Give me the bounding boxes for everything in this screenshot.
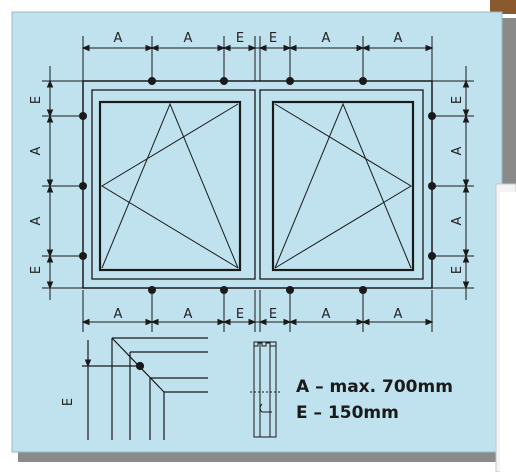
right-turn-opening-lines bbox=[274, 103, 412, 269]
dim-label-right: A bbox=[450, 146, 465, 155]
dimension-arrowhead bbox=[462, 249, 470, 258]
dimension-arrowhead bbox=[46, 109, 54, 118]
dimension-arrowhead bbox=[283, 318, 292, 326]
dimension-arrowhead bbox=[462, 114, 470, 123]
dimension-arrowhead bbox=[81, 44, 90, 52]
dimension-arrowhead bbox=[46, 114, 54, 123]
dim-label-top: A bbox=[184, 31, 193, 46]
dimension-arrowhead bbox=[361, 318, 370, 326]
dim-label-left: A bbox=[29, 216, 44, 225]
dimension-arrowhead bbox=[356, 318, 365, 326]
dimension-arrowhead bbox=[425, 44, 434, 52]
dimension-arrowhead bbox=[288, 44, 297, 52]
dimension-arrowhead bbox=[248, 318, 257, 326]
dimension-lines bbox=[42, 36, 474, 368]
profile-hook bbox=[259, 403, 272, 413]
top-dimension-labels: A A E E A A bbox=[114, 31, 403, 46]
dimension-arrowhead bbox=[283, 44, 292, 52]
dimension-arrowhead bbox=[462, 109, 470, 118]
dimension-arrowhead bbox=[145, 44, 154, 52]
dim-label-top: A bbox=[322, 31, 331, 46]
corner-detail bbox=[82, 337, 208, 440]
dimension-arrowhead bbox=[462, 179, 470, 188]
dimension-arrowhead bbox=[361, 44, 370, 52]
right-glass-pane bbox=[271, 100, 415, 272]
diagram-panel bbox=[11, 11, 503, 453]
left-glass-pane bbox=[98, 100, 242, 272]
dim-label-bottom: A bbox=[114, 307, 123, 322]
detail-hardware-point bbox=[135, 361, 145, 371]
dimension-arrowhead bbox=[145, 318, 154, 326]
dimension-arrowhead bbox=[217, 318, 226, 326]
dim-label-top: A bbox=[114, 31, 123, 46]
dimension-arrowhead bbox=[462, 254, 470, 263]
right-tilt-opening-lines bbox=[274, 102, 412, 269]
left-dimension-labels: E A A E bbox=[29, 96, 44, 274]
dim-label-top: E bbox=[269, 31, 277, 46]
left-sash-frame bbox=[91, 89, 256, 280]
dimension-arrowhead bbox=[258, 318, 267, 326]
dimension-arrowhead bbox=[46, 254, 54, 263]
dimension-arrowhead bbox=[425, 318, 434, 326]
top-right-brown-patch bbox=[490, 0, 516, 14]
dim-label-bottom: E bbox=[269, 307, 277, 322]
profile-section bbox=[250, 341, 280, 438]
dimension-arrowhead bbox=[356, 44, 365, 52]
right-sash-frame bbox=[259, 89, 424, 280]
legend-a-max: A – max. 700mm bbox=[296, 377, 453, 397]
left-turn-opening-lines bbox=[101, 103, 239, 269]
dim-label-top: A bbox=[394, 31, 403, 46]
dimension-arrowhead bbox=[46, 184, 54, 193]
bottom-dimension-labels: A A E E A A bbox=[114, 307, 403, 322]
dim-label-right: A bbox=[450, 216, 465, 225]
dim-label-bottom: A bbox=[184, 307, 193, 322]
dim-label-bottom: A bbox=[322, 307, 331, 322]
dimension-arrowhead bbox=[46, 281, 54, 290]
dimension-arrowhead bbox=[150, 44, 159, 52]
dim-label-left: E bbox=[29, 96, 44, 104]
dim-label-bottom: A bbox=[394, 307, 403, 322]
dimension-arrowhead bbox=[217, 44, 226, 52]
dimension-arrowhead bbox=[462, 281, 470, 290]
dimension-arrowhead bbox=[150, 318, 159, 326]
dimension-arrowhead bbox=[46, 179, 54, 188]
dim-label-left: E bbox=[29, 266, 44, 274]
dimension-arrowhead bbox=[222, 44, 231, 52]
dimension-arrowhead bbox=[81, 318, 90, 326]
dimension-arrowhead bbox=[46, 79, 54, 88]
dimension-arrowhead bbox=[462, 79, 470, 88]
legend-e-value: E – 150mm bbox=[296, 403, 399, 423]
profile-outline bbox=[253, 341, 277, 438]
dimension-arrowhead bbox=[46, 249, 54, 258]
dimension-arrowhead bbox=[248, 44, 257, 52]
dim-label-right: E bbox=[450, 266, 465, 274]
dimension-arrowhead bbox=[462, 184, 470, 193]
dim-label-right: E bbox=[450, 96, 465, 104]
dim-label-bottom: E bbox=[236, 307, 244, 322]
dim-label-top: E bbox=[236, 31, 244, 46]
right-dimension-labels: E A A E bbox=[450, 96, 465, 274]
overlapping-page-inner bbox=[500, 192, 516, 472]
dimension-arrowhead bbox=[258, 44, 267, 52]
detail-dim-label: E bbox=[61, 398, 76, 406]
dimension-arrowhead bbox=[288, 318, 297, 326]
left-tilt-opening-lines bbox=[101, 102, 239, 269]
profile-top-notch bbox=[254, 342, 276, 347]
dimension-arrowhead bbox=[222, 318, 231, 326]
dim-label-left: A bbox=[29, 146, 44, 155]
